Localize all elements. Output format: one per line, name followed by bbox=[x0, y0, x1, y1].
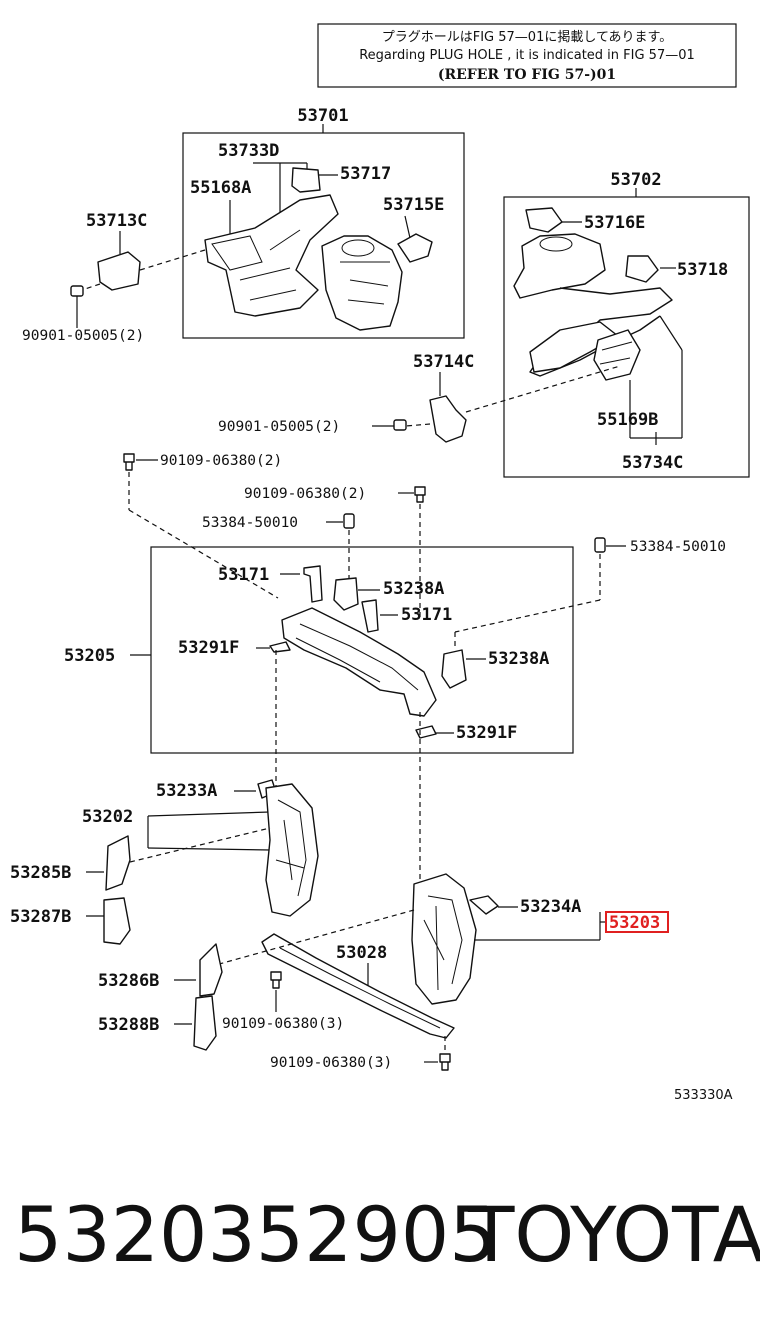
label-90901-05005-b: 90901-05005(2) bbox=[218, 419, 340, 435]
highlight-box-53203 bbox=[605, 911, 669, 933]
part-53714C: 53714C 90901-05005(2) bbox=[218, 352, 621, 443]
label-90109-06380-d: 90109-06380(3) bbox=[270, 1055, 392, 1071]
label-53716E: 53716E bbox=[584, 213, 645, 233]
group-53701: 53701 53733D 53717 55168A 53715E bbox=[182, 106, 465, 339]
figure-code: 533330A bbox=[674, 1088, 733, 1103]
label-53203: 53203 bbox=[609, 913, 660, 933]
label-53285B: 53285B bbox=[10, 863, 71, 883]
group-53205: 53205 53171 53238A 53171 53291F 53238A 5… bbox=[64, 546, 574, 754]
part-53286B-53288B: 53286B 53288B bbox=[98, 943, 223, 1051]
label-53701: 53701 bbox=[297, 106, 348, 126]
label-90109-06380-a: 90109-06380(2) bbox=[160, 453, 282, 469]
label-53715E: 53715E bbox=[383, 195, 444, 215]
label-53287B: 53287B bbox=[10, 907, 71, 927]
label-53288B: 53288B bbox=[98, 1015, 159, 1035]
part-53028: 53028 bbox=[211, 909, 455, 1039]
fasteners-lower: 90109-06380(3) 90109-06380(3) bbox=[222, 971, 451, 1071]
fasteners-upper: 90109-06380(2) 90109-06380(2) 53384-5001… bbox=[123, 453, 726, 650]
label-53714C: 53714C bbox=[413, 352, 474, 372]
label-53384-50010-b: 53384-50010 bbox=[630, 539, 726, 555]
label-53718: 53718 bbox=[677, 260, 728, 280]
part-number: 5320352905 bbox=[14, 1190, 498, 1279]
label-55168A: 55168A bbox=[190, 178, 251, 198]
parts-diagram: プラグホールはFIG 57—01に掲載してあります。 Regarding PLU… bbox=[10, 23, 750, 1103]
note-line-refer: (REFER TO FIG 57-)01 bbox=[438, 67, 616, 83]
label-53238A-b: 53238A bbox=[488, 649, 549, 669]
brand-name: TOYOTA bbox=[468, 1190, 760, 1279]
part-53202: 53233A 53202 53285B 53287B bbox=[10, 779, 319, 945]
label-53171-a: 53171 bbox=[218, 565, 269, 585]
note-line-jp: プラグホールはFIG 57—01に掲載してあります。 bbox=[382, 29, 673, 45]
label-53202: 53202 bbox=[82, 807, 133, 827]
label-53291F-b: 53291F bbox=[456, 723, 517, 743]
group-53702: 53702 53716E 53718 55169B 53734C bbox=[503, 170, 750, 478]
label-53238A-a: 53238A bbox=[383, 579, 444, 599]
part-53203: 53234A 53203 bbox=[411, 873, 669, 1005]
label-53702: 53702 bbox=[610, 170, 661, 190]
label-55169B: 55169B bbox=[597, 410, 658, 430]
label-53171-b: 53171 bbox=[401, 605, 452, 625]
label-53717: 53717 bbox=[340, 164, 391, 184]
label-53713C: 53713C bbox=[86, 211, 147, 231]
label-53384-50010-a: 53384-50010 bbox=[202, 515, 298, 531]
label-53205: 53205 bbox=[64, 646, 115, 666]
label-90901-05005-a: 90901-05005(2) bbox=[22, 328, 144, 344]
label-53734C: 53734C bbox=[622, 453, 683, 473]
part-53713C: 53713C 90901-05005(2) bbox=[22, 211, 206, 344]
label-53286B: 53286B bbox=[98, 971, 159, 991]
label-53234A: 53234A bbox=[520, 897, 581, 917]
note-line-en: Regarding PLUG HOLE , it is indicated in… bbox=[359, 48, 695, 63]
label-90109-06380-c: 90109-06380(3) bbox=[222, 1016, 344, 1032]
label-90109-06380-b: 90109-06380(2) bbox=[244, 486, 366, 502]
label-53291F-a: 53291F bbox=[178, 638, 239, 658]
label-53233A: 53233A bbox=[156, 781, 217, 801]
reference-note: プラグホールはFIG 57—01に掲載してあります。 Regarding PLU… bbox=[317, 23, 737, 88]
label-53028: 53028 bbox=[336, 943, 387, 963]
label-53733D: 53733D bbox=[218, 141, 279, 161]
